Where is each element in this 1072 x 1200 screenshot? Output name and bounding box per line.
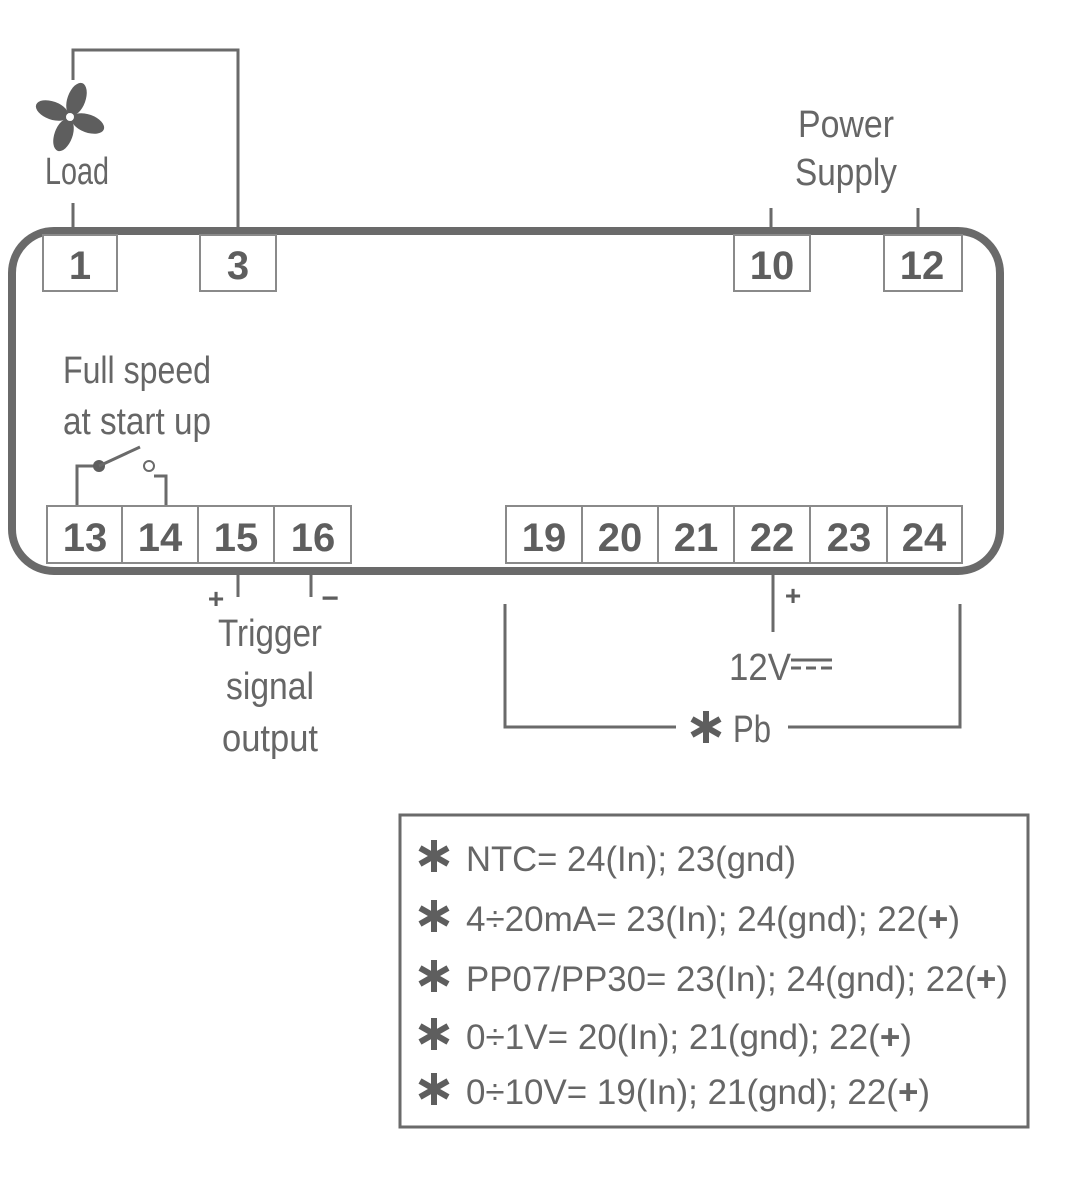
asterisk-icon [420, 1073, 448, 1105]
svg-text:23: 23 [827, 516, 872, 560]
terminal-15: 15 [197, 505, 275, 564]
power-supply-label-1: Power [798, 104, 894, 146]
asterisk-icon [420, 1018, 448, 1050]
svg-text:24: 24 [902, 516, 947, 560]
load-label: Load [45, 151, 109, 193]
terminal-1: 1 [42, 234, 118, 292]
terminal-20: 20 [581, 505, 659, 564]
terminal-14: 14 [121, 505, 199, 564]
asterisk-icon [692, 711, 720, 743]
terminal-19: 19 [505, 505, 583, 564]
switch-icon [75, 445, 168, 506]
terminal-24: 24 [886, 505, 963, 564]
trigger-label-3: output [222, 718, 318, 760]
trigger-minus-sign: − [321, 582, 339, 615]
legend-item: 4÷20mA= 23(In); 24(gnd); 22(+) [420, 900, 960, 939]
svg-text:1: 1 [69, 244, 91, 288]
load-wire [71, 48, 240, 231]
svg-text:10: 10 [750, 244, 795, 288]
trigger-plus-sign: + [208, 583, 224, 614]
legend-item: 0÷1V= 20(In); 21(gnd); 22(+) [420, 1018, 912, 1057]
legend-item: PP07/PP30= 23(In); 24(gnd); 22(+) [420, 960, 1008, 999]
probe-wire-left [503, 604, 676, 729]
svg-text:21: 21 [674, 516, 719, 560]
terminal-21: 21 [657, 505, 735, 564]
svg-text:0÷10V= 19(In); 21(gnd); 22(+): 0÷10V= 19(In); 21(gnd); 22(+) [466, 1073, 930, 1112]
probe-label: Pb [733, 709, 771, 751]
dc-symbol-icon [791, 658, 832, 670]
terminal-13: 13 [46, 505, 123, 564]
svg-text:13: 13 [63, 516, 108, 560]
legend-item: NTC= 24(In); 23(gnd) [420, 840, 796, 879]
terminal-12: 12 [883, 234, 963, 292]
supply-plus-sign: + [785, 580, 801, 611]
svg-text:NTC= 24(In); 23(gnd): NTC= 24(In); 23(gnd) [466, 840, 796, 879]
full-speed-label-2: at start up [63, 401, 211, 443]
svg-text:4÷20mA= 23(In); 24(gnd); 22(+): 4÷20mA= 23(In); 24(gnd); 22(+) [466, 900, 960, 939]
terminal-16: 16 [273, 505, 352, 564]
terminal-23: 23 [809, 505, 888, 564]
asterisk-icon [420, 840, 448, 872]
legend-box [398, 813, 1030, 1129]
probe-wire-right [788, 604, 962, 729]
legend-item: 0÷10V= 19(In); 21(gnd); 22(+) [420, 1073, 930, 1112]
svg-text:22: 22 [750, 516, 795, 560]
svg-text:20: 20 [598, 516, 643, 560]
svg-text:19: 19 [522, 516, 567, 560]
terminal-22: 22 [733, 505, 811, 564]
supply-12v-label: 12V [729, 647, 792, 689]
terminal-3: 3 [199, 234, 277, 292]
svg-text:12: 12 [900, 244, 945, 288]
trigger-label-1: Trigger [218, 613, 322, 655]
trigger-label-2: signal [226, 666, 314, 708]
svg-text:16: 16 [291, 516, 336, 560]
controller-body [8, 227, 1004, 575]
fan-icon [35, 82, 105, 152]
full-speed-label-1: Full speed [63, 350, 211, 392]
svg-text:15: 15 [214, 516, 259, 560]
terminal-10: 10 [733, 234, 811, 292]
svg-text:3: 3 [227, 244, 249, 288]
asterisk-icon [420, 900, 448, 932]
asterisk-icon [420, 960, 448, 992]
power-supply-label-2: Supply [795, 152, 897, 194]
svg-text:14: 14 [138, 516, 183, 560]
svg-text:0÷1V= 20(In); 21(gnd); 22(+): 0÷1V= 20(In); 21(gnd); 22(+) [466, 1018, 912, 1057]
svg-text:PP07/PP30= 23(In); 24(gnd); 22: PP07/PP30= 23(In); 24(gnd); 22(+) [466, 960, 1008, 999]
